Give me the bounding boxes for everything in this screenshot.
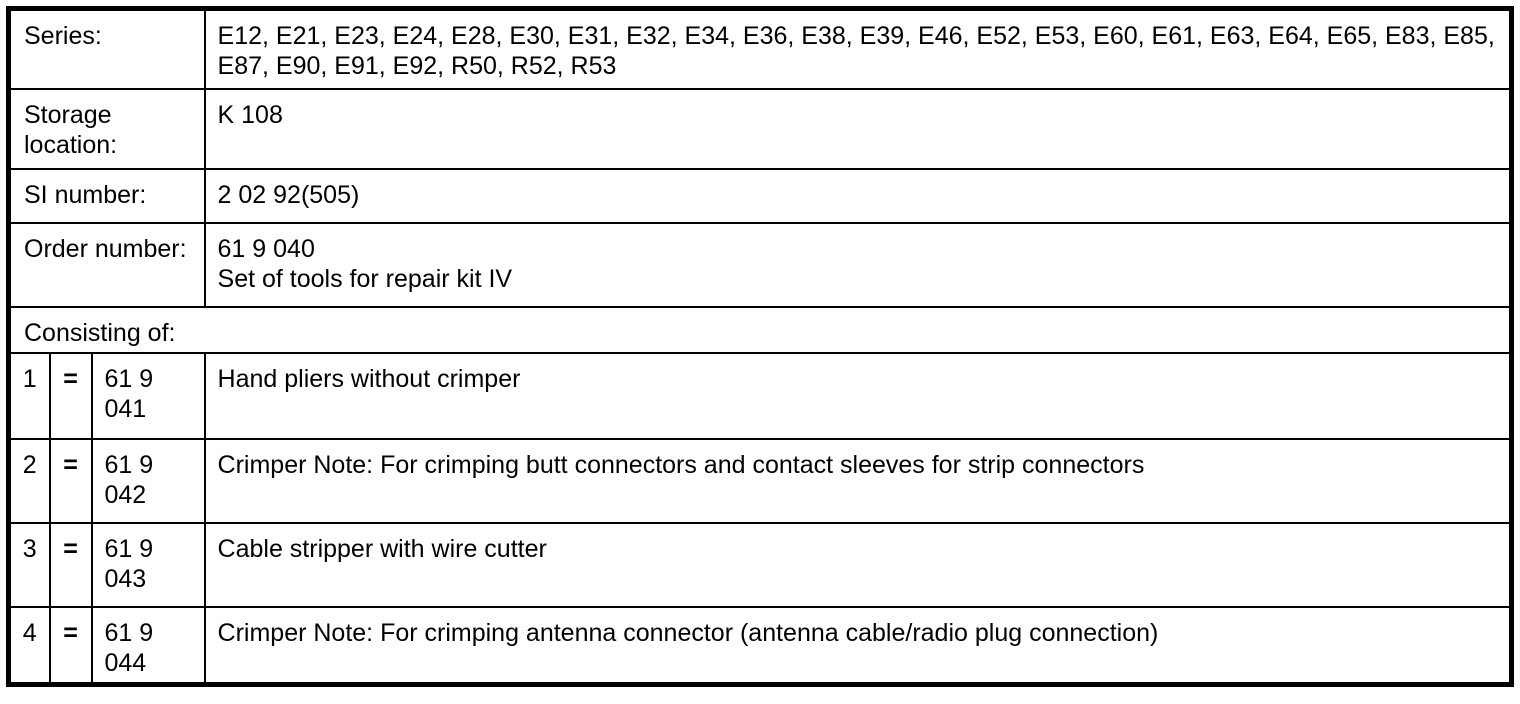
item-description: Crimper Note: For crimping antenna conne… (203, 605, 1513, 685)
item-number: 2 (7, 437, 51, 524)
info-value: 2 02 92(505) (203, 167, 1513, 224)
section-header-label: Consisting of: (7, 305, 1513, 354)
info-row: SI number: 2 02 92(505) (7, 167, 1513, 224)
info-label: SI number: (7, 167, 206, 224)
item-row: 1 = 61 9 041 Hand pliers without crimper (7, 351, 1513, 440)
info-label: Order number: (7, 221, 206, 308)
item-number: 4 (7, 605, 51, 685)
info-row: Series: E12, E21, E23, E24, E28, E30, E3… (7, 7, 1513, 90)
item-description: Cable stripper with wire cutter (203, 521, 1513, 608)
info-row: Order number: 61 9 040 Set of tools for … (7, 221, 1513, 308)
section-header-row: Consisting of: (7, 305, 1513, 354)
item-equals-sign: = (48, 437, 93, 524)
item-row: 4 = 61 9 044 Crimper Note: For crimping … (7, 605, 1513, 685)
item-part-number: 61 9 042 (90, 437, 206, 524)
table-body: Series: E12, E21, E23, E24, E28, E30, E3… (7, 7, 1513, 685)
item-description: Hand pliers without crimper (203, 351, 1513, 440)
item-row: 3 = 61 9 043 Cable stripper with wire cu… (7, 521, 1513, 608)
item-number: 3 (7, 521, 51, 608)
item-equals-sign: = (48, 521, 93, 608)
tool-kit-spec-table: Series: E12, E21, E23, E24, E28, E30, E3… (6, 6, 1514, 687)
item-equals-sign: = (48, 351, 93, 440)
info-value: 61 9 040 Set of tools for repair kit IV (203, 221, 1513, 308)
info-label: Storage location: (7, 87, 206, 170)
item-part-number: 61 9 041 (90, 351, 206, 440)
item-part-number: 61 9 043 (90, 521, 206, 608)
item-equals-sign: = (48, 605, 93, 685)
item-part-number: 61 9 044 (90, 605, 206, 685)
info-value: E12, E21, E23, E24, E28, E30, E31, E32, … (203, 7, 1513, 90)
info-label: Series: (7, 7, 206, 90)
info-row: Storage location: K 108 (7, 87, 1513, 170)
item-number: 1 (7, 351, 51, 440)
info-value: K 108 (203, 87, 1513, 170)
item-row: 2 = 61 9 042 Crimper Note: For crimping … (7, 437, 1513, 524)
item-description: Crimper Note: For crimping butt connecto… (203, 437, 1513, 524)
document-sheet: Series: E12, E21, E23, E24, E28, E30, E3… (6, 6, 1514, 687)
